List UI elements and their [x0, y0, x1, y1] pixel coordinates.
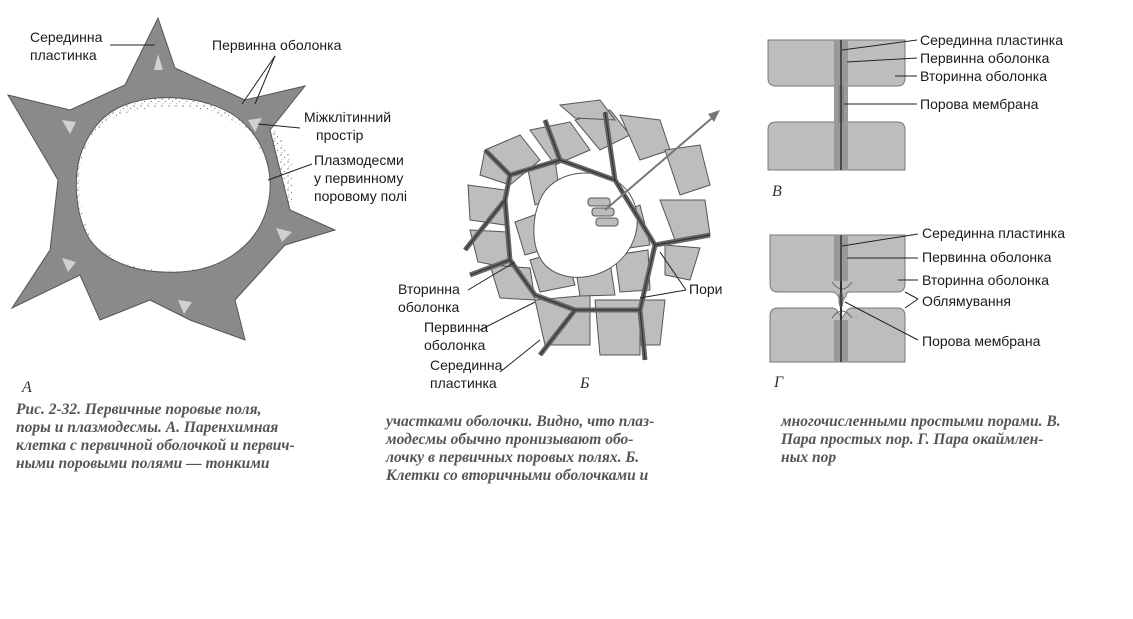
panel-b-label-secondary-wall: Вторинна — [398, 281, 460, 297]
panel-v-label-pit-membrane: Порова мембрана — [920, 96, 1039, 112]
panel-g-label-primary-wall: Первинна оболонка — [922, 249, 1052, 265]
panel-b-label-secondary-wall: оболонка — [398, 299, 460, 315]
panel-v-diagram: Серединна пластинка Первинна оболонка Вт… — [767, 32, 1063, 200]
panel-v-label-secondary-wall: Вторинна оболонка — [920, 68, 1047, 84]
caption-line: клетка с первичной оболочкой и первич- — [16, 437, 295, 454]
panel-b-pit-cell — [591, 207, 615, 217]
panel-a-leader — [254, 55, 276, 105]
caption-line: участками оболочки. Видно, что плаз- — [386, 413, 655, 430]
panel-a-intercellular-space — [248, 118, 262, 132]
panel-b-cell — [664, 144, 711, 196]
panel-b-leader — [499, 339, 541, 373]
panel-v-letter: В — [772, 183, 782, 200]
panel-a-label-plasmodesmata: у первинному — [314, 170, 403, 186]
panel-b-cell — [534, 294, 591, 346]
caption-line: Клетки со вторичными оболочками и — [386, 467, 649, 484]
panel-b-letter: Б — [579, 375, 590, 392]
caption-line: ными поровыми полями — тонкими — [16, 455, 270, 472]
caption-line: Рис. 2-32. Первичные поровые поля, — [16, 401, 262, 418]
panel-g-label-middle-lamella: Серединна пластинка — [922, 225, 1065, 241]
panel-b-middle-lamella-network — [504, 159, 656, 311]
panel-b-label-primary-wall: Первинна — [424, 319, 488, 335]
panel-a-label-intercellular: простір — [316, 127, 364, 143]
panel-a-leader — [267, 163, 313, 181]
panel-b-leader — [639, 289, 687, 299]
panel-a-label-middle-lamella: Серединна — [30, 29, 103, 45]
panel-g-diagram: Серединна пластинка Первинна оболонка Вт… — [769, 225, 1065, 391]
panel-a-intercellular-space — [62, 258, 76, 272]
panel-b-cell — [614, 249, 651, 293]
panel-a-diagram: Серединна пластинка Первинна оболонка Мі… — [6, 16, 407, 396]
panel-v-leader — [841, 39, 918, 51]
panel-b-arrow — [604, 117, 713, 211]
panel-b-arrowhead — [708, 110, 720, 122]
panel-g-label-secondary-wall: Вторинна оболонка — [922, 272, 1049, 288]
panel-b-label-middle-lamella: Серединна — [430, 357, 503, 373]
caption-line: многочисленными простыми порами. В. — [781, 413, 1061, 430]
panel-b-cell — [594, 299, 641, 356]
panel-b-leader — [479, 301, 536, 331]
panel-b-pit-cell — [595, 217, 619, 227]
panel-v-label-primary-wall: Первинна оболонка — [920, 50, 1050, 66]
caption-column-3: многочисленными простыми порами. В. Пара… — [781, 413, 1126, 467]
panel-b-leader — [467, 261, 516, 291]
caption-line: модесмы обычно пронизывают обо- — [386, 431, 634, 448]
panel-b-cell — [558, 99, 617, 121]
panel-b-label-middle-lamella: пластинка — [430, 375, 497, 391]
panel-g-label-pit-membrane: Порова мембрана — [922, 333, 1041, 349]
caption-column-2: участками оболочки. Видно, что плаз- мод… — [386, 413, 731, 485]
panel-b-pit-cell — [587, 197, 611, 207]
panel-b-cell — [529, 121, 591, 166]
panel-g-label-border: Облямування — [922, 293, 1011, 309]
panel-a-label-middle-lamella: пластинка — [30, 47, 97, 63]
panel-g-letter: Г — [773, 374, 784, 391]
caption-line: ных пор — [781, 449, 837, 466]
panel-b-leader — [659, 251, 687, 291]
panel-a-leader — [241, 55, 276, 105]
panel-v-leader — [846, 57, 918, 63]
panel-a-label-primary-wall: Первинна оболонка — [212, 37, 342, 53]
panel-b-lumen — [533, 172, 638, 278]
panel-a-leader — [257, 123, 301, 129]
panel-a-label-intercellular: Міжклітинний — [304, 109, 391, 125]
caption-line: Пара простых пор. Г. Пара окаймлен- — [781, 431, 1044, 448]
panel-b-cell — [619, 114, 671, 161]
panel-b-label-primary-wall: оболонка — [424, 337, 486, 353]
panel-a-letter: А — [21, 379, 32, 396]
caption-column-1: Рис. 2-32. Первичные поровые поля, поры … — [16, 401, 361, 473]
panel-a-label-plasmodesmata: поровому полі — [314, 188, 407, 204]
panel-a-intercellular-space — [178, 300, 192, 314]
panel-a-label-plasmodesmata: Плазмодесми — [314, 152, 404, 168]
panel-g-leader — [841, 233, 919, 247]
panel-g-leader — [904, 291, 919, 300]
panel-b-cell — [664, 244, 701, 281]
panel-a-intercellular-space — [276, 228, 292, 242]
panel-b-label-pores: Пори — [689, 281, 722, 297]
panel-g-leader — [844, 301, 919, 341]
panel-g-leader — [904, 298, 919, 309]
caption-line: лочку в первичных поровых полях. Б. — [386, 449, 640, 466]
panel-a-cell-wall — [6, 16, 337, 341]
panel-b-diagram: Вторинна оболонка Первинна оболонка Сере… — [398, 99, 722, 392]
panel-v-label-middle-lamella: Серединна пластинка — [920, 32, 1063, 48]
panel-a-intercellular-space — [154, 54, 163, 70]
panel-a-intercellular-space — [62, 120, 76, 134]
panel-b-middle-lamella-network — [464, 111, 711, 361]
caption-line: поры и плазмодесмы. А. Паренхимная — [16, 419, 279, 436]
